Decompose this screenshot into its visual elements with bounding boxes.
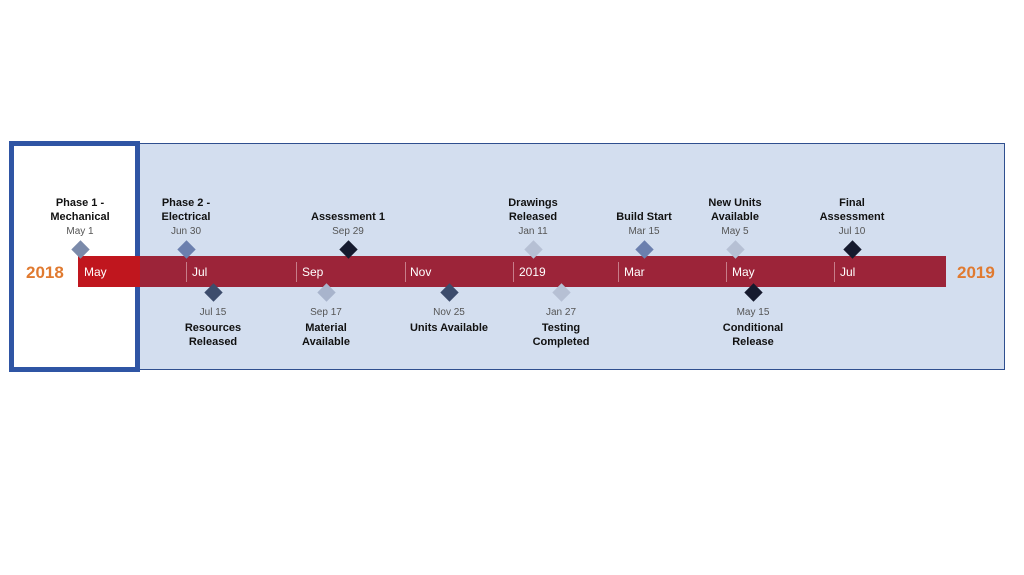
month-tick	[834, 262, 835, 282]
milestone-title: Conditional Release	[722, 322, 784, 348]
milestone-title: Units Available	[409, 322, 489, 334]
milestone-title: Material Available	[302, 322, 350, 348]
month-label: May	[732, 265, 755, 279]
month-tick	[726, 262, 727, 282]
milestone-date: Sep 29	[332, 226, 364, 237]
month-label: Sep	[302, 265, 324, 279]
milestone-title: Resources Released	[184, 322, 242, 348]
milestone-title: Phase 2 - Electrical	[161, 197, 211, 223]
milestone-title: Drawings Released	[508, 197, 558, 223]
milestone-date: Mar 15	[628, 226, 660, 237]
month-label: May	[84, 265, 107, 279]
month-tick	[513, 262, 514, 282]
start-year-label: 2018	[26, 263, 64, 282]
milestone-date: Sep 17	[310, 307, 342, 318]
month-label: Nov	[410, 265, 432, 279]
milestone-title: New Units Available	[708, 197, 762, 223]
milestone-date: Jul 10	[838, 226, 866, 237]
end-year-label: 2019	[957, 263, 995, 282]
milestone-title: Phase 1 - Mechanical	[50, 197, 110, 223]
month-tick	[296, 262, 297, 282]
month-label: 2019	[519, 265, 546, 279]
milestone-date: May 15	[736, 307, 770, 318]
month-label: Jul	[840, 265, 856, 279]
milestone-date: Nov 25	[433, 307, 465, 318]
milestone-date: Jul 15	[199, 307, 227, 318]
milestone-date: Jan 11	[518, 226, 548, 237]
milestone-title: Build Start	[616, 211, 672, 223]
timeline-bar-first-segment	[78, 256, 140, 287]
milestone-title: Final Assessment	[819, 197, 885, 223]
milestone-date: May 1	[66, 226, 94, 237]
month-tick	[186, 262, 187, 282]
milestone-date: May 5	[721, 226, 749, 237]
timeline-bar	[140, 256, 946, 287]
month-label: Mar	[624, 265, 645, 279]
milestone-title: Testing Completed	[532, 322, 590, 348]
month-tick	[405, 262, 406, 282]
milestone-title: Assessment 1	[311, 211, 385, 223]
month-label: Jul	[192, 265, 208, 279]
milestone-date: Jun 30	[170, 226, 202, 237]
milestone-date: Jan 27	[545, 307, 577, 318]
month-tick	[618, 262, 619, 282]
